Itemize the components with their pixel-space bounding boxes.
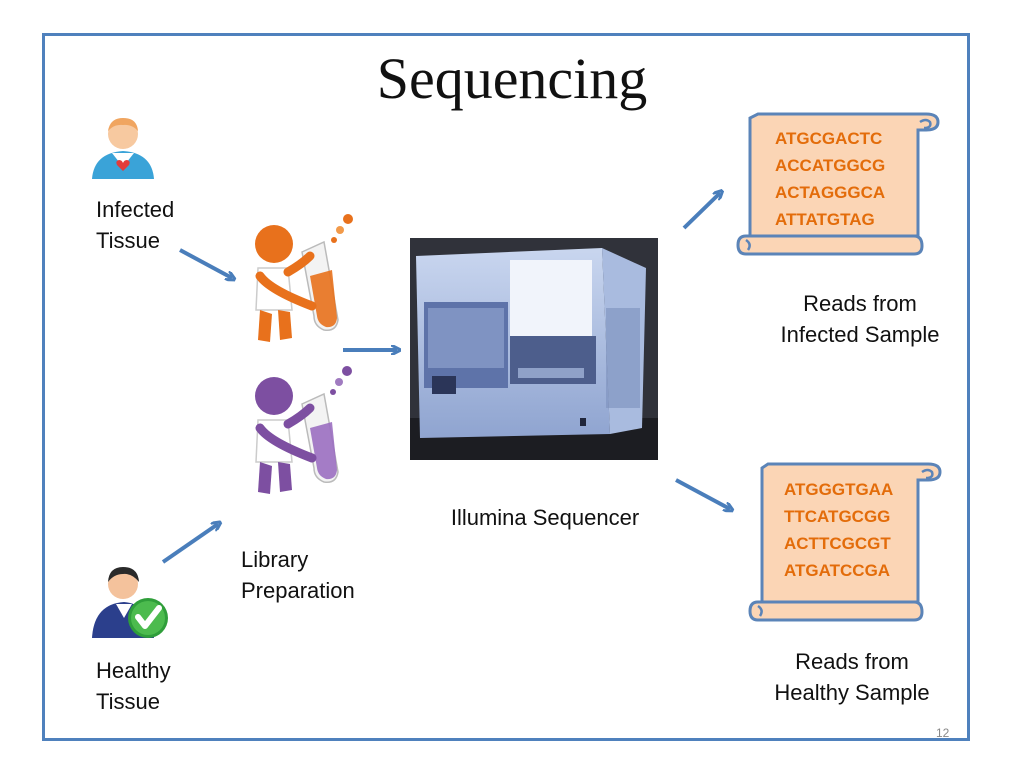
read-line: ATGATCCGA	[784, 561, 891, 580]
library-preparation-label: Library Preparation	[241, 547, 355, 603]
scroll-healthy-reads	[748, 462, 942, 622]
healthy-person-icon	[92, 567, 168, 638]
slide-frame	[42, 33, 970, 741]
read-line: ATTATGTAG	[775, 210, 875, 229]
read-line: ACTAGGGCA	[775, 183, 886, 202]
read-line: ACTTCGCGT	[784, 534, 891, 553]
sequencer-machine-icon	[410, 238, 658, 460]
healthy-tissue-label: Healthy Tissue	[96, 658, 171, 714]
read-line: TTCATGCGG	[784, 507, 891, 526]
scientist-purple-icon	[255, 366, 352, 494]
read-line: ACCATGGCG	[775, 156, 886, 175]
read-line: ATGCGACTC	[775, 129, 883, 148]
reads-infected-label: Reads from Infected Sample	[780, 291, 940, 347]
scroll-infected-reads	[736, 112, 940, 256]
reads-healthy-label: Reads from Healthy Sample	[774, 649, 930, 705]
page-number: 12	[936, 726, 950, 740]
infected-tissue-label: Infected Tissue	[96, 197, 175, 253]
sequencer-label: Illumina Sequencer	[450, 505, 640, 530]
infected-person-icon	[92, 118, 154, 179]
slide-title: Sequencing	[376, 46, 648, 111]
infected-reads-list: ATGCGACTC ACCATGGCG ACTAGGGCA ATTATGTAG	[775, 125, 885, 233]
read-line: ATGGGTGAA	[784, 480, 894, 499]
healthy-reads-list: ATGGGTGAA TTCATGCGG ACTTCGCGT ATGATCCGA	[784, 476, 893, 584]
scientist-orange-icon	[255, 214, 353, 342]
